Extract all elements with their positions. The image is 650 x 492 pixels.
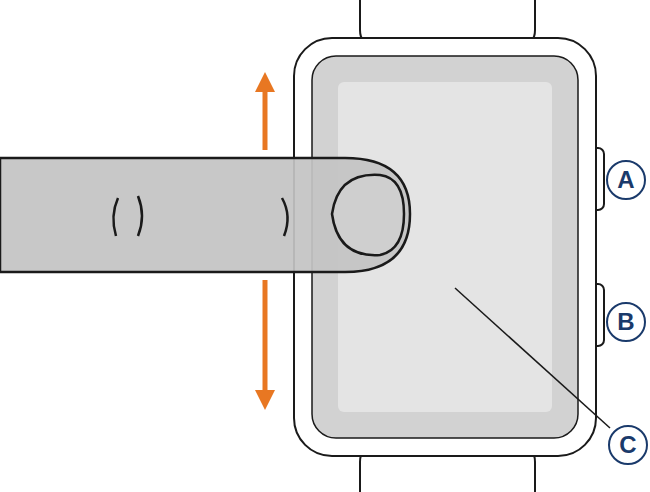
finger bbox=[0, 158, 410, 272]
knuckle-lines bbox=[113, 196, 142, 236]
callout-letter: B bbox=[606, 302, 646, 342]
leader-line bbox=[455, 288, 610, 428]
watch-screen bbox=[312, 56, 578, 438]
callout-letter: A bbox=[606, 160, 646, 200]
callout-letter: C bbox=[608, 425, 648, 465]
swipe-arrow-down bbox=[263, 280, 268, 400]
swipe-arrow-up bbox=[263, 82, 268, 150]
fingernail bbox=[332, 175, 404, 255]
leader-line bbox=[604, 179, 605, 181]
knuckle-lines bbox=[282, 198, 288, 236]
